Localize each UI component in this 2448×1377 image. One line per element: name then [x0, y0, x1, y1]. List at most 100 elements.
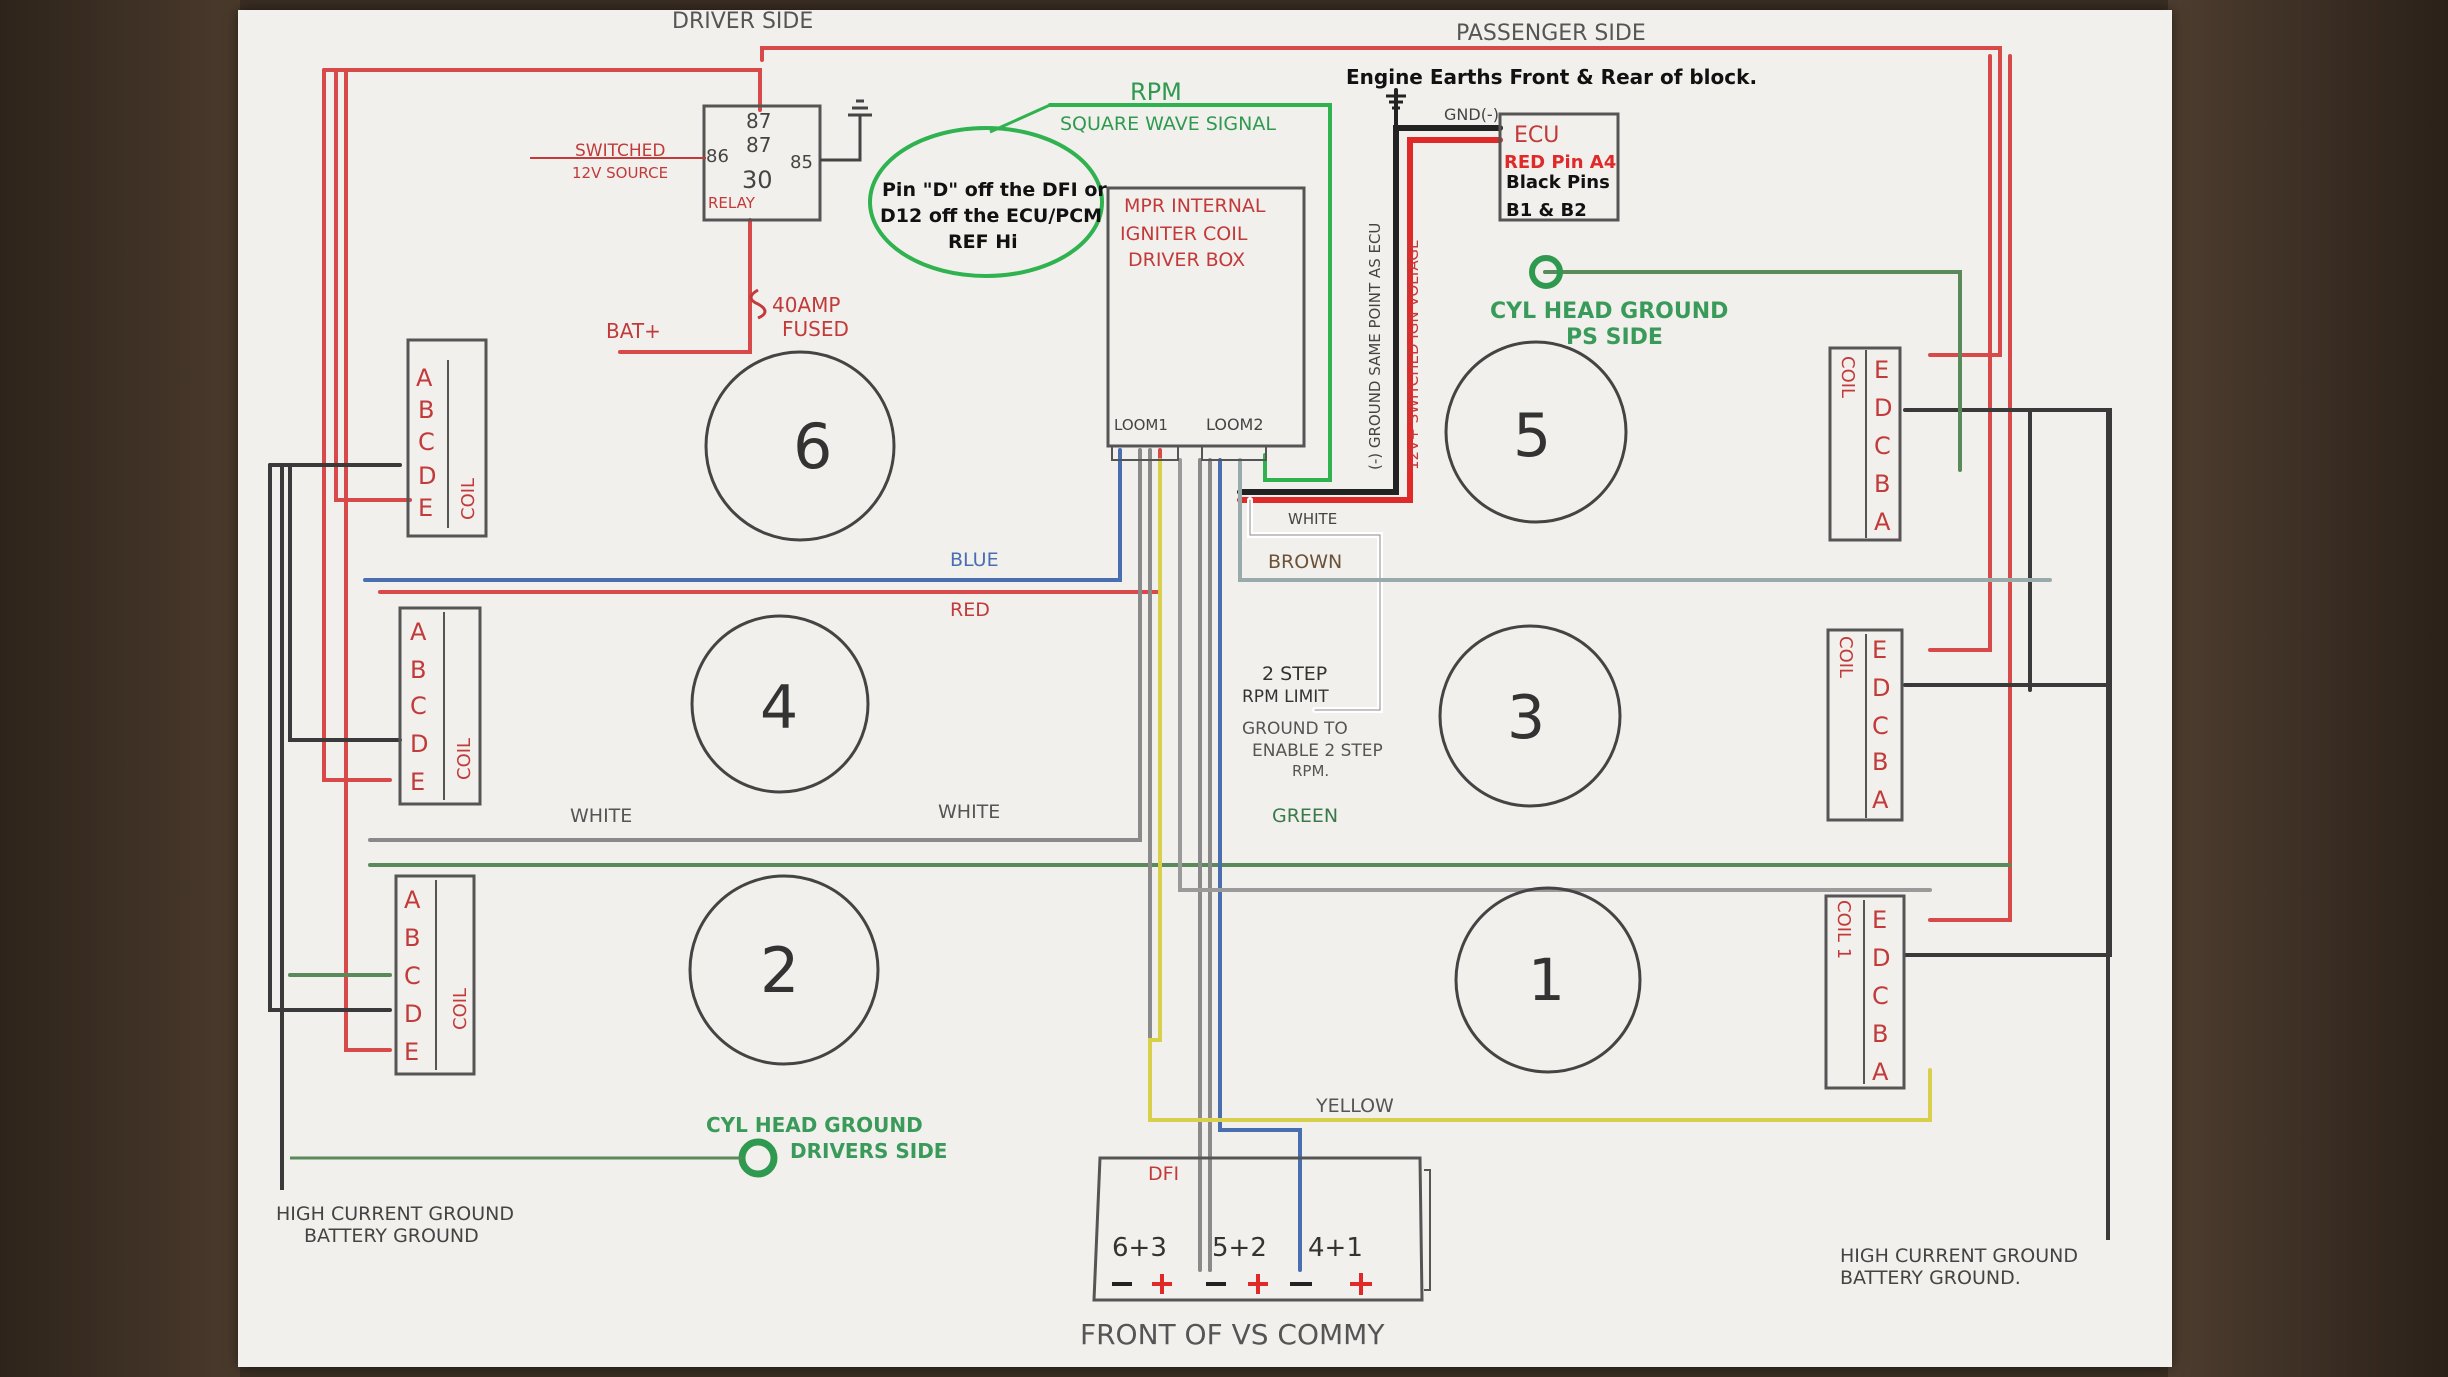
cylinder-6 — [704, 350, 896, 542]
switched-12v-label-2: 12V SOURCE — [572, 164, 668, 182]
relay: 87 87 86 85 30 RELAY — [530, 99, 872, 222]
red-wire-pass-drop — [1928, 54, 1992, 652]
yellow-wire — [1148, 458, 1932, 1122]
cyl-head-ground-ps-label-2: PS SIDE — [1566, 325, 1663, 350]
table-surface-right — [2168, 0, 2448, 1377]
cylinder-4-number: 4 — [760, 673, 798, 743]
dfi-terminal-41: 4+1 — [1308, 1233, 1363, 1263]
black-wire-left-v — [268, 463, 392, 1012]
relay-pin-30: 30 — [742, 166, 773, 194]
red-wire-main — [760, 46, 2002, 357]
red-wire-main-2 — [322, 68, 762, 112]
coil-rb-pin-a: A — [1872, 1058, 1889, 1086]
grey-wire-6 — [1178, 458, 1932, 892]
hcg-left-label-1: HIGH CURRENT GROUND — [276, 1203, 514, 1225]
pin-d-note-pointer — [989, 103, 1051, 134]
fuse-icon — [749, 288, 767, 320]
hcg-right-label-1: HIGH CURRENT GROUND — [1840, 1245, 2078, 1267]
rpm-label: RPM — [1130, 78, 1182, 106]
red-wire-bat — [618, 288, 752, 354]
coil-rt-pin-c: C — [1874, 432, 1891, 460]
blue-wire-dfi — [1218, 458, 1302, 1272]
ground-to-label-1: GROUND TO — [1242, 719, 1348, 739]
dfi-label: DFI — [1148, 1163, 1179, 1185]
switched-12v-label-1: SWITCHED — [575, 141, 666, 161]
coil-lt-pin-a: A — [416, 364, 433, 392]
paper-sheet — [238, 10, 2172, 1367]
driver-side-title: DRIVER SIDE — [672, 9, 813, 34]
cylinder-5-number: 5 — [1513, 401, 1551, 471]
ground-to-label-3: RPM. — [1292, 762, 1329, 780]
cylinder-1 — [1454, 886, 1642, 1074]
hcg-left-label-2: BATTERY GROUND — [304, 1225, 479, 1247]
cylinders — [688, 340, 1642, 1074]
coil-pack-left-mid — [398, 606, 482, 806]
hcg-right-label-2: BATTERY GROUND. — [1840, 1267, 2021, 1289]
cyl-head-ground-ds-label-1: CYL HEAD GROUND — [706, 1113, 923, 1137]
gnd-label: GND(-) — [1444, 105, 1499, 124]
red-wire-ecu — [1237, 137, 1503, 503]
cylinder-5 — [1444, 340, 1628, 524]
dfi-plus-2 — [1248, 1274, 1268, 1294]
relay-ground-icon — [820, 99, 872, 162]
coil-rm-pin-e: E — [1872, 636, 1887, 664]
coil-left-bot-label: COIL — [450, 988, 471, 1030]
cyl-head-ground-ps-icon — [1529, 255, 1563, 289]
cylinder-2 — [688, 874, 880, 1066]
cyl-head-ground-ds-icon — [738, 1138, 778, 1178]
coil-lm-pin-e: E — [410, 768, 425, 796]
engine-earth-ground-icon — [1386, 94, 1406, 110]
coil-rm-pin-a: A — [1872, 786, 1889, 814]
coil-rb-pin-c: C — [1872, 982, 1889, 1010]
coil-lt-pin-e: E — [418, 494, 433, 522]
grey-wire-5 — [1238, 458, 2052, 582]
mpr-label-1: MPR INTERNAL — [1124, 195, 1266, 217]
coil-lm-pin-c: C — [410, 692, 427, 720]
black-wire-ecu-ground — [1237, 125, 1503, 495]
cylinder-6-number: 6 — [793, 410, 832, 483]
coil-rt-pin-a: A — [1874, 508, 1891, 536]
mpr-label-3: DRIVER BOX — [1128, 249, 1245, 271]
black-pins-label-1: Black Pins — [1506, 172, 1610, 193]
coil-lt-pin-d: D — [418, 462, 436, 490]
red-wire-mid — [378, 448, 1162, 594]
coil-rm-pin-b: B — [1872, 748, 1888, 776]
wire-label-white-top: WHITE — [1288, 510, 1337, 528]
white-wire-2step-outline — [1249, 499, 1381, 711]
fused-label-1: 40AMP — [772, 293, 840, 317]
green-wire-head — [1543, 270, 1962, 472]
cylinder-3-number: 3 — [1507, 683, 1545, 753]
bat-label: BAT+ — [606, 319, 661, 343]
switched-ign-label: 12V+ SWITCHED IGN VOLTAGE — [1404, 239, 1422, 470]
cylinder-3 — [1438, 624, 1622, 808]
loom2-label: LOOM2 — [1206, 415, 1264, 434]
engine-earths-note: Engine Earths Front & Rear of block. — [1346, 65, 1757, 89]
red-wire-driver-drop-3 — [344, 68, 392, 1052]
blue-wire — [363, 448, 1122, 582]
cylinder-2-number: 2 — [760, 934, 799, 1007]
coil-rm-pin-c: C — [1872, 712, 1889, 740]
coil-lm-pin-a: A — [410, 618, 427, 646]
coil-lt-pin-b: B — [418, 396, 434, 424]
cyl-head-ground-ps-label-1: CYL HEAD GROUND — [1490, 299, 1728, 324]
ground-same-point-label: (-) GROUND SAME POINT AS ECU — [1366, 223, 1384, 470]
coil-left-top-label: COIL — [458, 478, 479, 520]
green-wire-rpm — [1048, 103, 1332, 482]
coil-rm-pin-d: D — [1872, 674, 1890, 702]
coil-lb-pin-d: D — [404, 1000, 422, 1028]
mpr-box — [1106, 186, 1306, 461]
relay-pin-85: 85 — [790, 152, 813, 173]
coil-right-bot-label: COIL 1 — [1833, 900, 1854, 959]
dfi-plus-1 — [1152, 1274, 1172, 1294]
coil-lb-pin-c: C — [404, 962, 421, 990]
two-step-label-1: 2 STEP — [1262, 663, 1327, 685]
coil-rt-pin-e: E — [1874, 356, 1889, 384]
coil-right-top-label: COIL — [1837, 356, 1858, 398]
red-pin-label: RED Pin A4 — [1504, 152, 1616, 173]
dfi-plus-3 — [1350, 1273, 1372, 1295]
coil-lm-pin-d: D — [410, 730, 428, 758]
loom1-label: LOOM1 — [1114, 416, 1168, 434]
black-pins-label-2: B1 & B2 — [1506, 200, 1587, 221]
wire-label-white-left: WHITE — [570, 805, 632, 827]
